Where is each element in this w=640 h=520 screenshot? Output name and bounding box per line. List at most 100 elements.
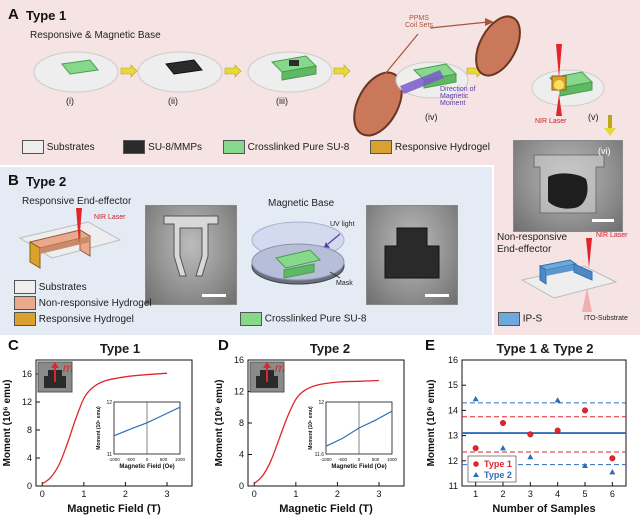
chart-e-xtick-label: 4 bbox=[555, 489, 560, 499]
nir-laser-label-nr: NIR Laser bbox=[596, 232, 628, 239]
chart-c-xlabel: Magnetic Field (T) bbox=[67, 503, 161, 515]
chart-d-inset-ytick-label: 11.6 bbox=[315, 452, 325, 458]
chart-e-point-type1 bbox=[609, 455, 616, 462]
chart-e-ytick-label: 13 bbox=[448, 431, 458, 441]
chart-e-legend-label-type2: Type 2 bbox=[484, 470, 512, 480]
chart-c-xtick-label: 1 bbox=[81, 489, 86, 499]
wafer-i bbox=[33, 51, 119, 93]
chart-c-inset-xtick-label: 0 bbox=[146, 457, 149, 462]
nir-laser-label-b: NIR Laser bbox=[94, 214, 126, 221]
chart-e-legend-marker-type2 bbox=[473, 472, 479, 477]
panel-a-schematic bbox=[33, 15, 616, 137]
chart-d-inset-ytick-label: 12 bbox=[318, 400, 324, 406]
chart-c-inset-xtick-label: -1000 bbox=[108, 457, 120, 462]
ppms-coil-right bbox=[475, 15, 521, 77]
chart-d-series-line bbox=[253, 379, 380, 485]
chart-e-legend-box bbox=[467, 455, 517, 483]
step-iii-label: (iii) bbox=[276, 96, 288, 106]
step-v-label: (v) bbox=[588, 112, 599, 122]
legend-substrates: Substrates bbox=[22, 140, 95, 154]
chart-e-plot-frame bbox=[461, 359, 627, 487]
chart-e-point-type1 bbox=[472, 445, 479, 452]
chart-d-ytick-label: 4 bbox=[239, 450, 244, 460]
chart-c-inset-xtick-label: -500 bbox=[126, 457, 136, 462]
chart-d-inset-ylabel: Moment (10⁶ emu) bbox=[308, 406, 314, 450]
legend-crosslinked-su8: Crosslinked Pure SU-8 bbox=[222, 140, 349, 154]
panel-a-title: Type 1 bbox=[26, 8, 67, 23]
legend-su8-mmps: SU-8/MMPs bbox=[123, 140, 202, 154]
chart-c-ylabel: Moment (10⁶ emu) bbox=[2, 380, 13, 467]
chart-c-ytick-label: 12 bbox=[22, 397, 32, 407]
chart-c-inset-xtick-label: 1000 bbox=[175, 457, 186, 462]
chart-e-point-type2 bbox=[472, 395, 479, 402]
chart-c-ytick-label: 0 bbox=[27, 481, 32, 491]
wafer-ii bbox=[137, 51, 223, 93]
chart-e-title: Type 1 & Type 2 bbox=[496, 341, 594, 356]
chart-d-xlabel: Magnetic Field (T) bbox=[279, 503, 373, 515]
chart-c-xtick-label: 2 bbox=[123, 489, 128, 499]
chart-c-plot-frame bbox=[35, 359, 193, 487]
chart-e-point-type1 bbox=[581, 407, 588, 414]
chart-c-xtick-label: 3 bbox=[165, 489, 170, 499]
sem-step-vi bbox=[513, 140, 623, 232]
chart-e-xlabel: Number of Samples bbox=[492, 503, 595, 515]
chart-d-moment-arrowhead bbox=[263, 362, 271, 368]
chart-e-point-type2 bbox=[582, 462, 588, 469]
legend-b-substrates: Substrates bbox=[14, 280, 152, 296]
legend-b-crosslinked: Crosslinked Pure SU-8 bbox=[240, 312, 367, 326]
chart-e-ylabel: Moment (10⁶ emu) bbox=[426, 380, 437, 467]
chart-d-title: Type 2 bbox=[309, 341, 351, 356]
direction-label: Direction of Magnetic Moment bbox=[440, 86, 476, 107]
panel-a-letter: A bbox=[8, 6, 19, 23]
step-ii-label: (ii) bbox=[168, 96, 178, 106]
nir-laser-label-a: NIR Laser bbox=[535, 118, 567, 125]
wafer-v bbox=[531, 44, 605, 116]
chart-d-xtick-label: 0 bbox=[252, 489, 257, 499]
chart-c-ytick-label: 4 bbox=[27, 453, 32, 463]
chart-d-inset-series-line bbox=[325, 410, 393, 447]
chart-d-ytick-label: 12 bbox=[234, 387, 244, 397]
panel-b-title: Type 2 bbox=[26, 174, 67, 189]
chart-c-inset-xtick-label: 500 bbox=[160, 457, 168, 462]
chart-d-xtick-label: 3 bbox=[377, 489, 382, 499]
panel-a-legend: Substrates SU-8/MMPs Crosslinked Pure SU… bbox=[22, 140, 490, 154]
chart-e-point-type2 bbox=[500, 445, 506, 451]
chart-d-moment-symbol: m bbox=[275, 361, 285, 375]
chart-e-ytick-label: 11 bbox=[449, 481, 458, 491]
chart-c-sem-inset bbox=[37, 361, 73, 393]
chart-c-title: Type 1 bbox=[99, 341, 141, 356]
wafer-iii bbox=[247, 51, 333, 93]
mask-label: Mask bbox=[336, 280, 353, 287]
panel-b-legend: Substrates Non-responsive Hydrogel Respo… bbox=[14, 280, 152, 328]
chart-d-inset-xtick-label: 0 bbox=[358, 457, 361, 462]
panel-c-letter: C bbox=[8, 337, 19, 354]
end-effector-label: Responsive End-effector bbox=[22, 196, 132, 207]
uv-light-label: UV light bbox=[330, 221, 355, 228]
chart-c-inset-ylabel: Moment (10⁶ emu) bbox=[96, 406, 102, 450]
chart-d-inset-xtick-label: -1000 bbox=[320, 457, 332, 462]
step-arrows bbox=[120, 64, 484, 78]
magnetic-base-schematic bbox=[251, 221, 345, 285]
panel-b-letter: B bbox=[8, 172, 19, 189]
chart-d-ytick-label: 0 bbox=[239, 481, 244, 491]
chart-e-xtick-label: 1 bbox=[473, 489, 478, 499]
legend-responsive-hydrogel: Responsive Hydrogel bbox=[370, 140, 490, 154]
chart-e-point-type2 bbox=[527, 453, 534, 460]
chart-e-xtick-label: 6 bbox=[610, 489, 615, 499]
end-effector-schematic bbox=[18, 208, 122, 269]
sem-magnetic-base bbox=[366, 205, 458, 305]
nr-title: Non-responsive End-effector bbox=[497, 232, 568, 255]
chart-c-inset-xlabel: Magnetic Field (Oe) bbox=[119, 464, 174, 470]
chart-c-series-line bbox=[41, 372, 168, 485]
chart-e-xtick-label: 3 bbox=[528, 489, 533, 499]
chart-d-xtick-label: 1 bbox=[293, 489, 298, 499]
ppms-label: PPMS Coil Sets bbox=[405, 15, 434, 29]
nr-schematic bbox=[520, 238, 618, 312]
chart-d-inset-xtick-label: 1000 bbox=[387, 457, 398, 462]
magnetic-base-label: Magnetic Base bbox=[268, 198, 335, 209]
panel-d-letter: D bbox=[218, 337, 229, 354]
chart-c-xtick-label: 0 bbox=[40, 489, 45, 499]
chart-c-ytick-label: 16 bbox=[22, 369, 32, 379]
